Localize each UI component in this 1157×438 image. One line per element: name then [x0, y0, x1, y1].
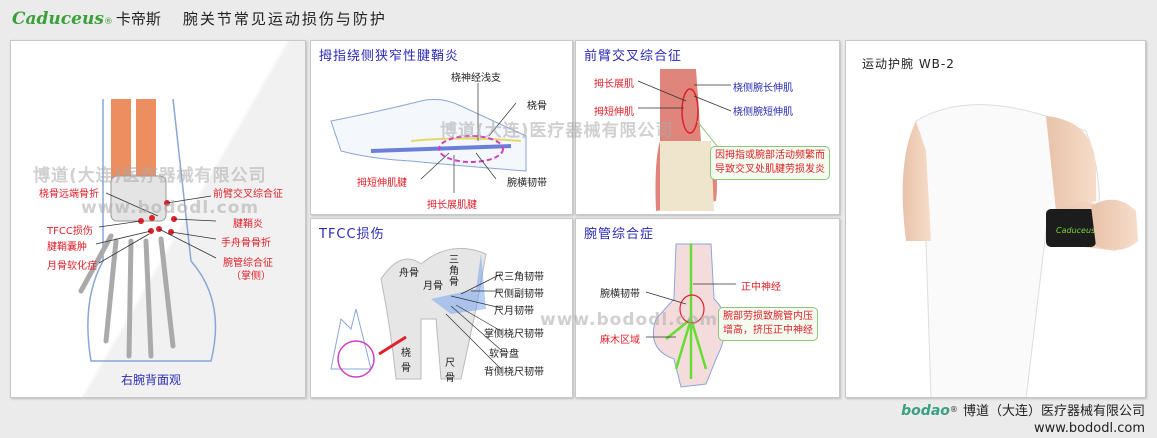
label-ecrl: 桡侧腕长伸肌 — [733, 83, 793, 94]
label-radial-nerve: 桡神经浅支 — [451, 73, 501, 84]
label-radius: 桡骨 — [527, 101, 547, 112]
svg-text:Caduceus: Caduceus — [1056, 226, 1095, 235]
registered-mark: ® — [103, 17, 113, 27]
panel-title: 腕管综合症 — [584, 227, 655, 242]
watermark-url: www.bododl.com — [81, 198, 260, 218]
label-scaphoid: 手舟骨骨折 — [221, 238, 271, 249]
forearm-muscle-illustration — [637, 69, 732, 211]
label-numb-area: 麻木区域 — [600, 335, 640, 346]
note-intersection: 因拇指或腕部活动频繁而导致交叉处肌腱劳损发炎 — [710, 146, 830, 180]
label-tenosynovitis: 腱鞘炎 — [233, 219, 263, 230]
wrist-brace — [1046, 209, 1096, 247]
carpal-tunnel-illustration — [645, 243, 736, 388]
label-dorsal-rul: 背侧桡尺韧带 — [484, 367, 544, 378]
panel-product: 运动护腕 WB-2 Caduceus — [845, 40, 1146, 398]
panel-title: 前臂交叉综合征 — [584, 49, 683, 64]
label-tfcc: TFCC损伤 — [47, 226, 93, 237]
brand-cn: 卡帝斯 — [115, 10, 161, 28]
label-transverse-ligament: 腕横韧带 — [600, 289, 640, 300]
footer-company: 博道（大连）医疗器械有限公司 — [962, 404, 1145, 419]
label-ul-ligament: 尺月韧带 — [494, 306, 534, 317]
header: Caduceus ® 卡帝斯 腕关节常见运动损伤与防护 — [12, 8, 387, 34]
footer-url[interactable]: www.bododl.com — [1033, 421, 1145, 436]
label-carpal: 腕管综合征 — [223, 258, 273, 269]
label-transverse-ligament: 腕横韧带 — [507, 178, 547, 189]
note-line: 增高，挤压正中神经 — [723, 325, 813, 336]
label-apl-tendon: 拇长展肌腱 — [427, 200, 477, 211]
label-epb-tendon: 拇短伸肌腱 — [357, 178, 407, 189]
note-line: 因拇指或腕部活动频繁而 — [715, 150, 825, 161]
panel-carpal-tunnel: 腕管综合症 正中神经 腕横韧带 麻木区域 腕部劳损致腕管内压增高，挤压正中神经 — [575, 218, 840, 398]
caption: 右腕背面观 — [121, 373, 182, 387]
registered-mark: ® — [949, 405, 958, 414]
watermark-company: 博道(大连)医疗器械有限公司 — [440, 121, 674, 141]
label-ucl: 尺侧副韧带 — [494, 289, 544, 300]
label-ecrb: 桡侧腕短伸肌 — [733, 107, 793, 118]
label-palmar: （掌侧） — [231, 271, 271, 282]
panel-tenosynovitis: 拇指绕侧狭窄性腱鞘炎 桡神经浅支 桡骨 腕横韧带 拇短伸肌腱 拇长展肌腱 — [310, 40, 573, 215]
brand-logo: Caduceus — [12, 9, 104, 29]
label-lunate: 月骨 — [423, 281, 443, 292]
label-ulna: 尺骨 — [445, 358, 455, 384]
label-ganglion: 腱鞘囊肿 — [47, 242, 87, 253]
label-radius-fracture: 桡骨远端骨折 — [39, 189, 99, 200]
product-title: 运动护腕 WB-2 — [862, 57, 955, 71]
footer: bodao® 博道（大连）医疗器械有限公司 www.bododl.com — [901, 401, 1145, 437]
bodao-logo: bodao — [901, 403, 950, 419]
watermark-url: www.bododl.com — [540, 310, 719, 330]
panel-tfcc: TFCC损伤 舟骨 月骨 三角骨 桡骨 尺骨 尺三角韧带 尺侧副韧带 尺月韧带 … — [310, 218, 573, 398]
watermark-company: 博道(大连)医疗器械有限公司 — [33, 166, 267, 186]
label-kienbock: 月骨软化症 — [47, 261, 97, 272]
page-title: 腕关节常见运动损伤与防护 — [182, 10, 387, 28]
label-palmar-rul: 掌侧桡尺韧带 — [484, 329, 544, 340]
product-photo: Caduceus — [902, 104, 1138, 397]
label-triquetrum: 三角骨 — [449, 255, 459, 288]
panel-title: 拇指绕侧狭窄性腱鞘炎 — [319, 49, 460, 64]
label-disc: 软骨盘 — [489, 349, 519, 360]
note-line: 导致交叉处肌腱劳损发炎 — [715, 164, 825, 175]
panel-intersection-syndrome: 前臂交叉综合征 拇长展肌 拇短伸肌 桡侧腕长伸肌 桡侧腕短伸肌 因拇指或腕部活动… — [575, 40, 840, 215]
tfcc-bone-illustration — [330, 247, 502, 380]
label-intersection: 前臂交叉综合征 — [213, 189, 283, 200]
label-ut-ligament: 尺三角韧带 — [494, 272, 544, 283]
label-median-nerve: 正中神经 — [741, 282, 781, 293]
panel-title: TFCC损伤 — [319, 227, 385, 242]
panel-wrist-overview: 博道(大连)医疗器械有限公司 www.bododl.com 桡骨远端骨折 TFC… — [10, 40, 306, 398]
wrist-skeleton-illustration — [78, 98, 217, 362]
label-epb: 拇短伸肌 — [594, 107, 634, 118]
label-radius: 桡骨 — [401, 348, 411, 374]
note-line: 腕部劳损致腕管内压 — [723, 311, 813, 322]
thumb-tendon-illustration — [330, 83, 527, 193]
note-carpal: 腕部劳损致腕管内压增高，挤压正中神经 — [718, 307, 818, 341]
label-scaphoid: 舟骨 — [399, 268, 419, 279]
label-apl: 拇长展肌 — [594, 79, 634, 90]
